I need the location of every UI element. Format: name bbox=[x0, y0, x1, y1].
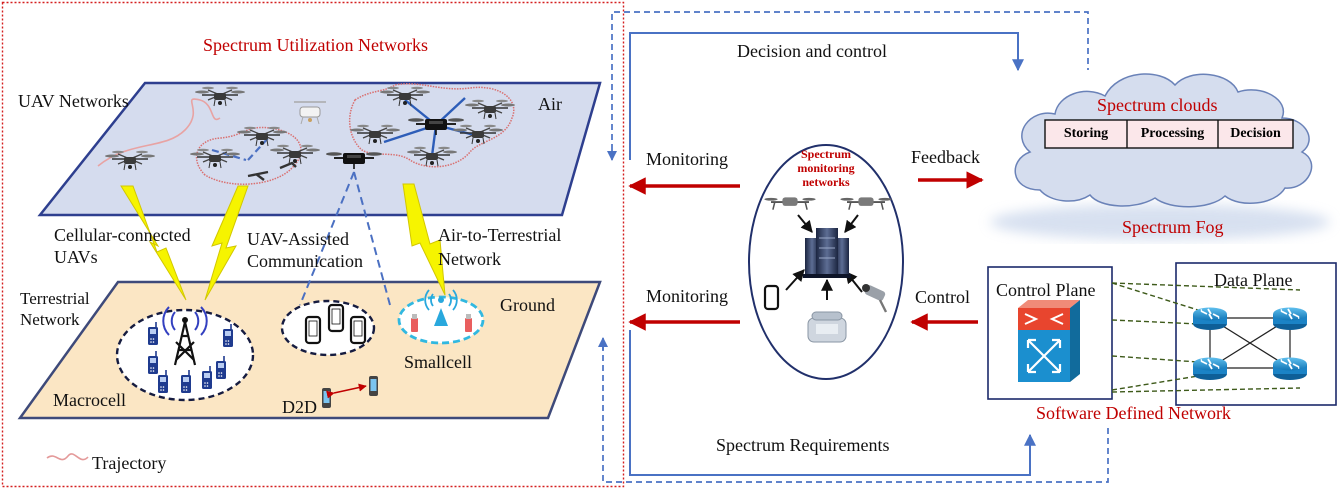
smallcell-label: Smallcell bbox=[404, 352, 472, 372]
terrestrial-label-2: Network bbox=[20, 310, 80, 329]
router-icon bbox=[1192, 356, 1228, 381]
air-label: Air bbox=[538, 94, 562, 114]
landline-icon bbox=[807, 311, 847, 343]
lightning-icon bbox=[120, 185, 187, 301]
router-icon bbox=[1192, 306, 1228, 331]
utilization-title: Spectrum Utilization Networks bbox=[203, 35, 428, 55]
cloud-cell-processing: Processing bbox=[1140, 126, 1205, 141]
smallcell-icon bbox=[411, 289, 472, 332]
cloud-cell-storing: Storing bbox=[1063, 126, 1109, 141]
cloud-function-table bbox=[1044, 119, 1294, 149]
spectrum-fog-label: Spectrum Fog bbox=[1122, 217, 1224, 237]
cellular-connected-label-2: UAVs bbox=[54, 247, 98, 267]
trajectory-path-1 bbox=[97, 98, 221, 167]
decision-control-label: Decision and control bbox=[737, 41, 887, 61]
phone-icon bbox=[349, 315, 367, 345]
control-plane-label: Control Plane bbox=[996, 280, 1096, 300]
uav-assisted-label-2: Communication bbox=[247, 251, 363, 271]
feedback-label: Feedback bbox=[911, 147, 980, 167]
drone-icon bbox=[294, 101, 326, 125]
control-label: Control bbox=[915, 287, 971, 307]
cellular-connected-label: Cellular-connected bbox=[54, 225, 191, 245]
router-icon bbox=[1272, 306, 1308, 331]
dashed-loop-top bbox=[611, 11, 1089, 150]
sdn-title: Software Defined Network bbox=[1036, 403, 1231, 423]
utilization-frame bbox=[1, 1, 625, 488]
phone-icon bbox=[763, 284, 780, 311]
decision-control-flow bbox=[629, 32, 1024, 160]
fixed-wing-drone-icon bbox=[247, 161, 297, 181]
terrestrial-label: Terrestrial bbox=[20, 289, 90, 308]
lightning-icon bbox=[204, 185, 249, 301]
uav-assisted-label: UAV-Assisted bbox=[247, 229, 350, 249]
router-icon bbox=[1272, 356, 1308, 381]
monitoring-networks-label-2: monitoring bbox=[797, 161, 855, 175]
lightning-icon bbox=[402, 183, 446, 296]
monitoring-label-bottom: Monitoring bbox=[646, 286, 729, 306]
spectrum-clouds-title: Spectrum clouds bbox=[1097, 95, 1218, 115]
phone-icon bbox=[327, 303, 345, 333]
fog-haze bbox=[990, 204, 1330, 240]
air-to-terrestrial-label: Air-to-Terrestrial bbox=[438, 225, 562, 245]
phone-icon bbox=[304, 315, 322, 345]
phone-icon bbox=[322, 388, 331, 408]
uav-networks-label: UAV Networks bbox=[18, 91, 129, 111]
d2d-link bbox=[326, 383, 367, 399]
air-to-terrestrial-label-2: Network bbox=[438, 249, 501, 269]
monitoring-label-top: Monitoring bbox=[646, 149, 729, 169]
trajectory-path-2 bbox=[195, 126, 302, 185]
drone-icon bbox=[764, 197, 816, 210]
camera-icon bbox=[862, 284, 888, 313]
drone-icon bbox=[840, 197, 892, 210]
trajectory-path-3 bbox=[348, 83, 515, 168]
cloud-cell-decision: Decision bbox=[1230, 126, 1281, 141]
server-icon bbox=[803, 228, 851, 278]
trajectory-legend-icon bbox=[46, 453, 89, 461]
air-plane bbox=[37, 81, 602, 217]
spectrum-requirements-flow bbox=[629, 330, 1036, 476]
phone-icon bbox=[369, 376, 378, 396]
spectrum-requirements-label: Spectrum Requirements bbox=[716, 435, 890, 455]
ground-label: Ground bbox=[500, 295, 555, 315]
tower-icon bbox=[162, 306, 208, 366]
macrocell-label: Macrocell bbox=[53, 390, 126, 410]
monitoring-networks-label-3: networks bbox=[802, 175, 850, 189]
monitoring-networks-label-1: Spectrum bbox=[801, 147, 851, 161]
switch-icon bbox=[1018, 300, 1080, 382]
trajectory-legend-label: Trajectory bbox=[92, 453, 167, 473]
data-plane-label: Data Plane bbox=[1214, 270, 1293, 290]
d2d-label: D2D bbox=[282, 397, 317, 417]
